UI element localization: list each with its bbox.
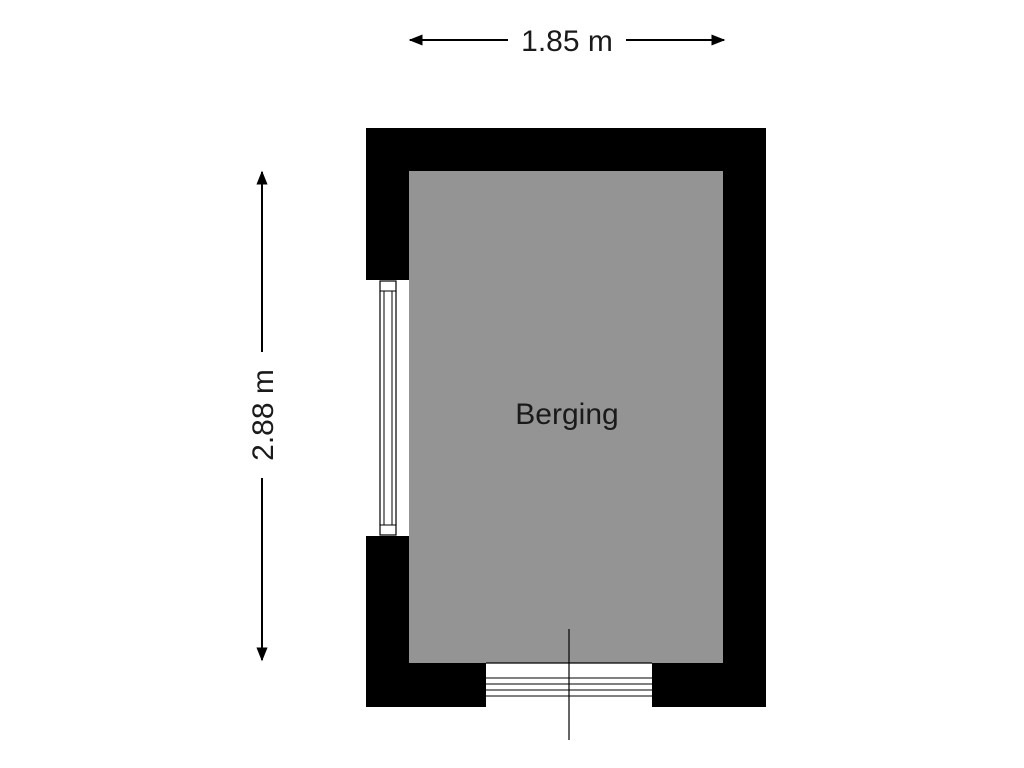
width-label: 1.85 m bbox=[521, 25, 613, 58]
floor-area bbox=[409, 171, 723, 663]
room-name: Berging bbox=[515, 398, 618, 431]
length-label: 2.88 m bbox=[247, 369, 280, 461]
left-window bbox=[366, 280, 409, 536]
length-dimension: 2.88 m bbox=[247, 170, 280, 662]
width-dimension: 1.85 m bbox=[408, 25, 726, 58]
